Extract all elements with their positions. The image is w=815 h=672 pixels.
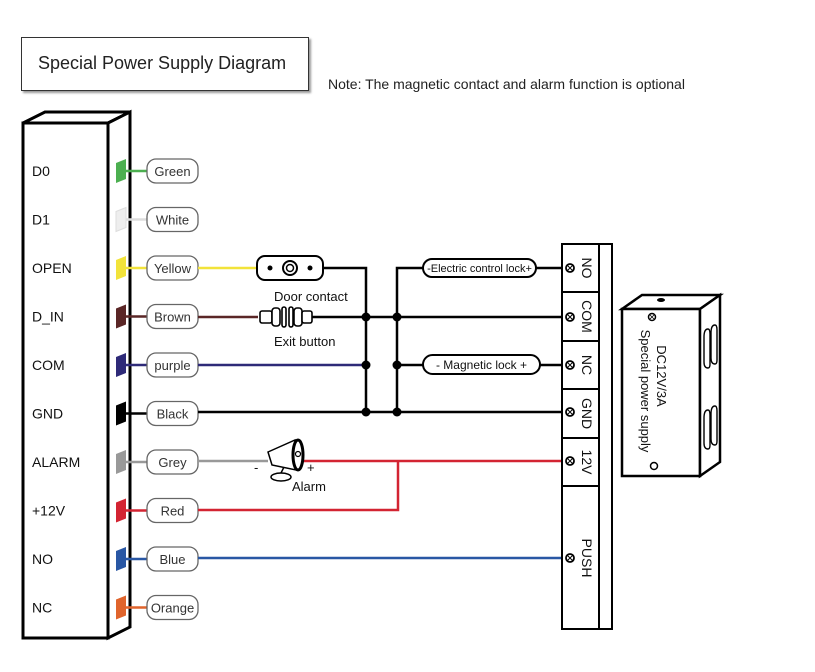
alarm-minus-label: -: [254, 460, 258, 475]
terminal-row: OPEN Yellow: [32, 255, 199, 281]
terminal-row: ALARM Grey: [32, 449, 199, 475]
wire-color-label: Brown: [154, 310, 191, 325]
wire-lock-bus: [395, 266, 423, 412]
terminal-row: D1 White: [32, 206, 199, 233]
magnetic-lock-label: - Magnetic lock +: [436, 358, 527, 372]
wire-color-tab: [116, 401, 126, 426]
wire-color-label: White: [156, 213, 189, 228]
junction-dot: [392, 312, 402, 322]
diagram-title: Special Power Supply Diagram: [38, 53, 287, 73]
door-contact-label: Door contact: [274, 289, 348, 304]
pin-label: +12V: [32, 503, 66, 519]
note-text: Note: The magnetic contact and alarm fun…: [328, 76, 685, 92]
wire-color-label: Green: [154, 164, 190, 179]
relay-terminal-label: NC: [579, 355, 595, 375]
wire-color-tab: [116, 595, 126, 620]
wire-color-tab: [116, 498, 126, 523]
relay-terminal-label: NO: [579, 258, 595, 279]
relay-terminal: NO: [565, 258, 595, 279]
junction-dot: [361, 360, 371, 370]
door-contact-icon: [256, 255, 324, 281]
wire-color-badge: [146, 594, 199, 621]
screw-icon: [649, 461, 659, 471]
terminal-row: D_IN Brown: [32, 303, 199, 330]
pin-label: GND: [32, 406, 63, 422]
junction-dot: [361, 407, 371, 417]
wire-color-label: Red: [161, 504, 185, 519]
psu-description-label: Special power supply: [638, 330, 653, 453]
pin-label: D1: [32, 212, 50, 228]
screw-icon: [647, 312, 657, 322]
relay-terminal-block: NO COM NC GND 12V PUSH: [561, 243, 613, 630]
relay-terminal: GND: [562, 388, 599, 429]
alarm-plus-label: +: [307, 460, 315, 475]
relay-terminal: NC: [562, 340, 599, 375]
terminal-block-rail: [598, 243, 613, 630]
wire-color-tab: [116, 353, 126, 377]
wire-color-tab: [116, 450, 126, 474]
junction-dot: [392, 407, 402, 417]
wire-color-tab: [115, 206, 127, 233]
relay-terminal: 12V: [562, 437, 599, 476]
wire-color-label: Black: [157, 407, 189, 422]
wire-color-label: Grey: [158, 455, 187, 470]
wire-color-label: Orange: [151, 601, 194, 616]
wire-color-badge: [146, 158, 199, 184]
electric-lock-component: -Electric control lock+: [422, 258, 537, 278]
alarm-siren-icon: [267, 438, 305, 482]
wire-color-label: Yellow: [154, 261, 192, 276]
pin-label: D0: [32, 163, 50, 179]
pin-label: D_IN: [32, 309, 64, 325]
pin-label: ALARM: [32, 454, 80, 470]
title-box: Special Power Supply Diagram: [21, 37, 309, 91]
pin-label: NO: [32, 551, 53, 567]
exit-button-label: Exit button: [274, 334, 335, 349]
relay-terminal-label: COM: [579, 300, 595, 333]
pin-label: COM: [32, 357, 65, 373]
wire-color-badge: [146, 206, 199, 233]
wire-color-badge: [146, 400, 199, 427]
psu-rating-label: DC12V/3A: [654, 345, 669, 407]
terminal-row: NO Blue: [32, 546, 199, 572]
wire-color-label: Blue: [159, 552, 185, 567]
junction-dot: [392, 360, 402, 370]
pin-label: NC: [32, 600, 52, 616]
wire-color-tab: [116, 256, 126, 280]
relay-terminal-label: PUSH: [579, 539, 595, 578]
relay-terminal-label: GND: [579, 398, 595, 429]
terminal-row: COM purple: [32, 352, 199, 378]
junction-dot: [361, 312, 371, 322]
terminal-row: NC Orange: [32, 594, 199, 621]
wire-color-tab: [116, 159, 126, 183]
wire-color-tab: [116, 547, 126, 571]
magnetic-lock-component: - Magnetic lock +: [422, 354, 541, 375]
wire-color-label: purple: [154, 358, 190, 373]
pin-label: OPEN: [32, 260, 72, 276]
relay-terminal: PUSH: [562, 485, 599, 578]
exit-button-icon: [259, 306, 313, 328]
terminal-row: +12V Red: [32, 497, 199, 524]
wire-red: [198, 461, 400, 512]
relay-terminal: COM: [562, 291, 599, 333]
terminal-row: GND Black: [32, 400, 199, 427]
terminal-row: D0 Green: [32, 158, 199, 184]
alarm-label: Alarm: [292, 479, 326, 494]
electric-lock-label: -Electric control lock+: [427, 263, 532, 275]
relay-terminal-label: 12V: [579, 450, 595, 476]
power-supply-unit: DC12V/3A Special power supply: [618, 292, 724, 479]
wire-color-tab: [116, 304, 126, 329]
psu-side-face: [698, 292, 722, 479]
